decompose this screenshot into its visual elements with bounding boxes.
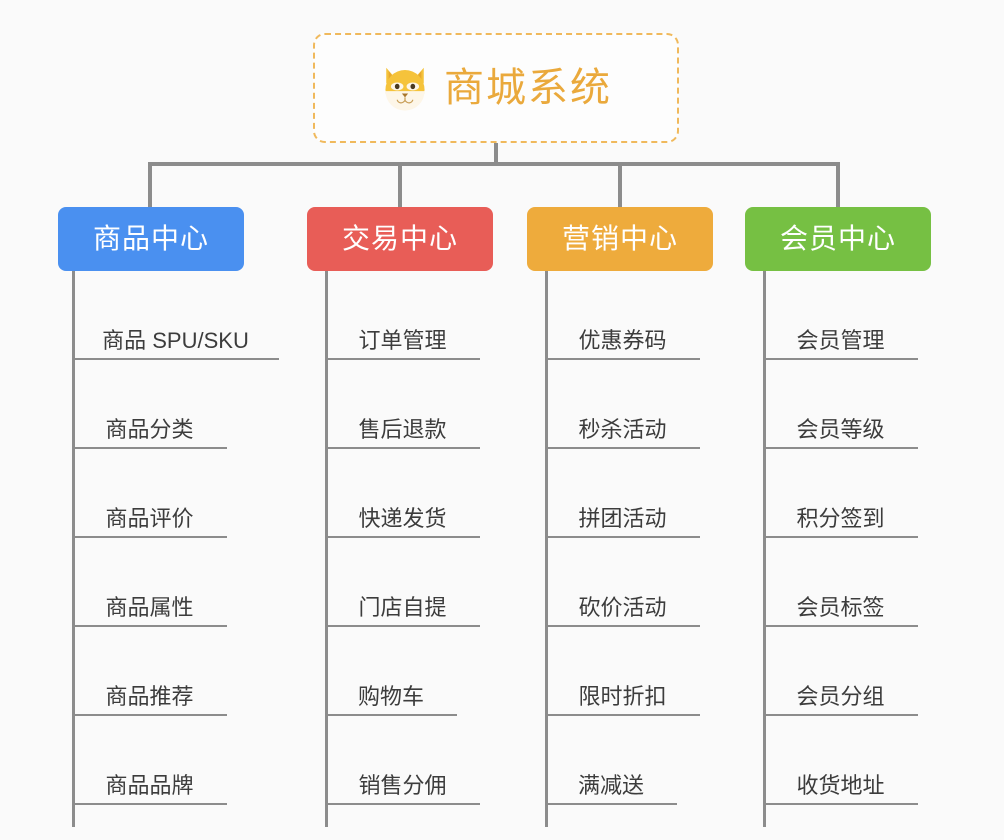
leaf-item[interactable]: 优惠券码 <box>545 271 700 360</box>
leaf-item[interactable]: 订单管理 <box>325 271 480 360</box>
category-header-交易中心[interactable]: 交易中心 <box>307 207 493 271</box>
leaf-label: 购物车 <box>357 683 424 709</box>
leaf-label: 商品属性 <box>105 594 194 620</box>
leaf-item[interactable]: 门店自提 <box>325 538 480 627</box>
leaf-item[interactable]: 会员等级 <box>763 360 918 449</box>
leaf-item[interactable]: 积分签到 <box>763 449 918 538</box>
leaf-item[interactable]: 拼团活动 <box>545 449 700 538</box>
leaf-label: 会员管理 <box>796 327 885 353</box>
leaf-label: 限时折扣 <box>578 683 667 709</box>
leaf-item[interactable]: 秒杀活动 <box>545 360 700 449</box>
leaf-label: 秒杀活动 <box>578 416 667 442</box>
category-header-会员中心[interactable]: 会员中心 <box>745 207 931 271</box>
category-header-商品中心[interactable]: 商品中心 <box>58 207 244 271</box>
category-label: 交易中心 <box>341 223 458 254</box>
leaf-label: 商品分类 <box>105 416 194 442</box>
connector-horizontal-bus <box>150 162 840 166</box>
category-label: 会员中心 <box>779 223 896 254</box>
leaf-label: 拼团活动 <box>578 505 667 531</box>
connector-drop-3 <box>618 162 622 207</box>
category-header-营销中心[interactable]: 营销中心 <box>527 207 713 271</box>
leaf-item[interactable]: 商品推荐 <box>72 627 227 716</box>
shiba-dog-face-icon <box>385 67 425 111</box>
leaf-label: 门店自提 <box>358 594 447 620</box>
column-spine <box>763 271 766 827</box>
root-node[interactable]: 商城系统 <box>313 33 679 143</box>
root-title: 商城系统 <box>444 66 612 110</box>
leaf-label: 售后退款 <box>358 416 447 442</box>
leaf-label: 商品 SPU/SKU <box>102 327 249 353</box>
leaf-item[interactable]: 售后退款 <box>325 360 480 449</box>
leaf-item[interactable]: 会员管理 <box>763 271 918 360</box>
leaf-label: 商品品牌 <box>105 772 194 798</box>
column-spine <box>72 271 75 827</box>
leaf-item[interactable]: 销售分佣 <box>325 716 480 805</box>
leaf-label: 积分签到 <box>796 505 885 531</box>
leaf-label: 快递发货 <box>358 505 447 531</box>
leaf-label: 收货地址 <box>796 772 885 798</box>
leaf-item[interactable]: 快递发货 <box>325 449 480 538</box>
column-spine <box>325 271 328 827</box>
leaf-label: 商品评价 <box>105 505 194 531</box>
leaf-item[interactable]: 商品 SPU/SKU <box>72 271 279 360</box>
leaf-item[interactable]: 商品分类 <box>72 360 227 449</box>
leaf-label: 优惠券码 <box>578 327 667 353</box>
leaf-item[interactable]: 满减送 <box>545 716 677 805</box>
column-spine <box>545 271 548 827</box>
leaf-label: 销售分佣 <box>358 772 447 798</box>
leaf-item[interactable]: 收货地址 <box>763 716 918 805</box>
leaf-label: 砍价活动 <box>578 594 667 620</box>
connector-drop-2 <box>398 162 402 207</box>
leaf-label: 满减送 <box>577 772 644 798</box>
leaf-label: 订单管理 <box>358 327 447 353</box>
connector-root-stem <box>494 143 498 164</box>
leaf-item[interactable]: 商品品牌 <box>72 716 227 805</box>
connector-drop-4 <box>836 162 840 207</box>
category-label: 营销中心 <box>561 223 678 254</box>
category-label: 商品中心 <box>92 223 209 254</box>
leaf-item[interactable]: 购物车 <box>325 627 457 716</box>
leaf-item[interactable]: 限时折扣 <box>545 627 700 716</box>
leaf-label: 会员标签 <box>796 594 885 620</box>
leaf-label: 会员等级 <box>796 416 885 442</box>
leaf-item[interactable]: 会员分组 <box>763 627 918 716</box>
leaf-item[interactable]: 商品属性 <box>72 538 227 627</box>
leaf-item[interactable]: 砍价活动 <box>545 538 700 627</box>
connector-drop-1 <box>148 162 152 207</box>
leaf-label: 商品推荐 <box>105 683 194 709</box>
leaf-item[interactable]: 商品评价 <box>72 449 227 538</box>
leaf-item[interactable]: 会员标签 <box>763 538 918 627</box>
leaf-label: 会员分组 <box>796 683 885 709</box>
